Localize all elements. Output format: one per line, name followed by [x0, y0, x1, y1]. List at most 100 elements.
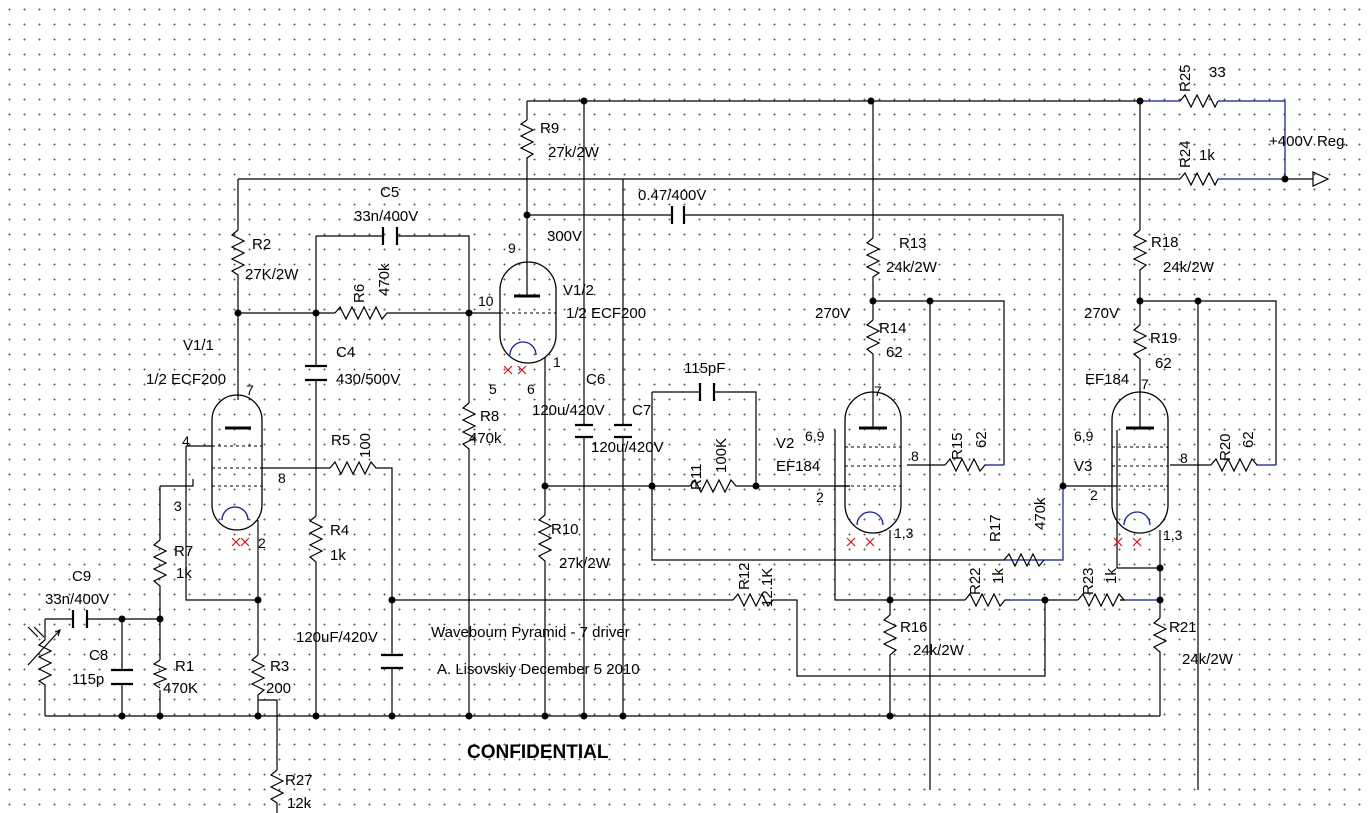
- r7-value: 1k: [176, 565, 192, 582]
- r17-ref: R17: [987, 514, 1004, 542]
- resistor-r19-icon: [1132, 324, 1148, 370]
- r21-ref: R21: [1169, 619, 1197, 636]
- r6-ref: R6: [351, 284, 368, 303]
- resistor-r27-icon: [269, 769, 285, 813]
- r2-ref: R2: [252, 236, 271, 253]
- r19-value: 62: [1155, 355, 1172, 372]
- confidential-stamp: CONFIDENTIAL: [467, 742, 609, 763]
- resistor-r25-icon: [1179, 93, 1219, 109]
- r9-value: 27k/2W: [548, 144, 600, 161]
- supply-label: +400V Reg.: [1269, 133, 1349, 150]
- voltage-270v-v2: 270V: [815, 305, 850, 322]
- r16-value: 24k/2W: [913, 642, 965, 659]
- c6-value: 120u/420V: [532, 402, 605, 419]
- potentiometer-icon: [37, 639, 53, 690]
- v1-2-pin: 6: [527, 381, 535, 397]
- c5-value: 33n/400V: [354, 208, 418, 225]
- resistor-r3-icon: [250, 654, 266, 700]
- v3-type: EF184: [1085, 371, 1129, 388]
- r13-value: 24k/2W: [886, 259, 938, 276]
- resistor-r13-icon: [865, 237, 881, 283]
- resistor-r21-icon: [1152, 617, 1168, 660]
- schematic-title: Wavebourn Pyramid - 7 driver: [431, 624, 630, 641]
- c6-ref: C6: [586, 371, 605, 388]
- v3-pin: 8: [1180, 450, 1188, 466]
- r6-value: 470k: [376, 263, 393, 296]
- resistor-r6-icon: [334, 305, 398, 321]
- r15-ref: R15: [949, 432, 966, 460]
- author-line: A. Lisovskiy December 5 2010: [437, 661, 640, 678]
- tube-v1-2-icon: [499, 261, 557, 375]
- capacitor-c9-icon: [71, 610, 89, 628]
- r21-value: 24k/2W: [1182, 651, 1234, 668]
- r24-ref: R24: [1177, 140, 1194, 168]
- resistor-r10-icon: [537, 514, 553, 568]
- v1-1-pin: 3: [174, 498, 182, 514]
- r1-ref: R7: [174, 543, 193, 560]
- capacitor-c5-icon: [381, 227, 399, 245]
- capacitor-c4-icon: [305, 364, 327, 382]
- resistor-r16-icon: [882, 614, 898, 662]
- r23-ref: R23: [1080, 567, 1097, 595]
- r8-value: 470k: [469, 430, 502, 447]
- capacitor-115pf-icon: [698, 383, 716, 401]
- v1-2-pin: 5: [489, 381, 497, 397]
- r20-ref: R20: [1217, 433, 1234, 461]
- r4-value: 1k: [330, 547, 346, 564]
- r22-value: 1k: [990, 568, 1007, 584]
- v3-pin: 7: [1141, 376, 1149, 392]
- r2-value: 27K/2W: [245, 266, 299, 283]
- r14-ref: R14: [879, 320, 907, 337]
- resistor-r23-icon: [1077, 592, 1126, 608]
- r3-ref: R3: [270, 658, 289, 675]
- c7-ref: C7: [632, 402, 651, 419]
- resistor-r24-icon: [1179, 171, 1219, 187]
- r10-value: 27k/2W: [559, 555, 611, 572]
- resistor-symbols: [27, 93, 1258, 813]
- r19-ref: R19: [1150, 330, 1178, 347]
- v1-2-type: 1/2 ECF200: [566, 305, 646, 322]
- r12-ref: R12: [736, 562, 753, 590]
- r27-ref: R27: [285, 772, 313, 789]
- v3-pin: 2: [1090, 487, 1098, 503]
- v1-2-ref: V1/2: [563, 282, 594, 299]
- r25-value: 33: [1209, 64, 1226, 81]
- r10-ref: R10: [551, 521, 579, 538]
- tube-v3-icon: [1111, 391, 1169, 547]
- resistor-r11-icon: [689, 478, 744, 494]
- voltage-270v-v3: 270V: [1084, 305, 1119, 322]
- c4-ref: C4: [336, 344, 355, 361]
- tube-v2-icon: [844, 391, 902, 547]
- v1-1-pin: 8: [278, 470, 286, 486]
- resistor-r8-icon: [461, 402, 477, 454]
- resistor-r2-icon: [230, 229, 246, 290]
- r5-ref: R5: [331, 432, 350, 449]
- v1-2-pin: 10: [478, 293, 494, 309]
- v1-1-ref: V1/1: [183, 337, 214, 354]
- resistor-r4-icon: [308, 515, 324, 568]
- v1-1-type: 1/2 ECF200: [146, 371, 226, 388]
- resistor-r18-icon: [1132, 229, 1148, 278]
- resistor-r1-icon: [152, 659, 168, 689]
- resistor-r17-icon: [1003, 552, 1045, 568]
- capacitor-c7-icon: [614, 423, 632, 439]
- c7-value: 120u/420V: [591, 439, 664, 456]
- c5-ref: C5: [380, 184, 399, 201]
- capacitor-c8-icon: [111, 668, 133, 686]
- capacitor-120uf-icon: [381, 653, 403, 670]
- r15-value: 62: [973, 431, 990, 448]
- r24-value: 1k: [1199, 147, 1215, 164]
- r22-ref: R22: [967, 567, 984, 595]
- r17-value: 470k: [1032, 497, 1049, 530]
- c9-ref: C9: [72, 568, 91, 585]
- voltage-300v: 300V: [547, 228, 582, 245]
- v3-pin: 1,3: [1163, 527, 1183, 543]
- capacitor-c6-icon: [575, 423, 593, 439]
- resistor-r5-icon: [329, 460, 378, 476]
- bypass-cap-value: 120uF/420V: [296, 629, 378, 646]
- v3-ref: V3: [1074, 458, 1092, 475]
- v1-1-pin: 2: [258, 535, 266, 551]
- r27-value: 12k: [287, 795, 312, 812]
- r3-value: 200: [266, 680, 291, 697]
